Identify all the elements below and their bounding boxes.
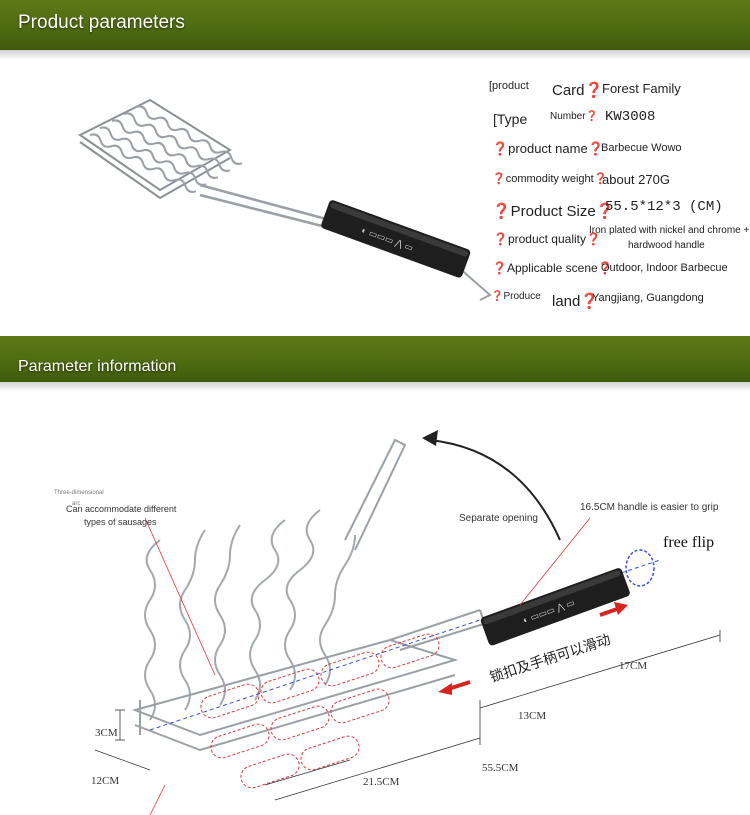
dim-17cm: 17CM (619, 660, 648, 672)
scene-label: ❓Applicable scene❓ (492, 261, 613, 275)
dim-12cm: 12CM (91, 775, 120, 787)
section-title-parameters: Product parameters (18, 12, 185, 33)
accommodate-label-1: Can accommodate different (66, 504, 177, 514)
dim-3cm: 3CM (95, 727, 118, 739)
dim-13cm: 13CM (518, 710, 547, 722)
card-label-a: [product (489, 80, 529, 92)
type-value: KW3008 (605, 109, 656, 125)
name-value: Barbecue Wowo (601, 142, 682, 154)
produce-label-a: ❓Produce (491, 291, 541, 302)
type-label-a: [Type (493, 111, 528, 127)
quality-value-1: Iron plated with nickel and chrome + (589, 225, 750, 236)
three-d-label: Three-dimensional (54, 490, 104, 496)
separate-opening-label: Separate opening (459, 513, 538, 524)
accommodate-label-2: types of sausages (84, 517, 157, 527)
section-title-info: Parameter information (18, 358, 177, 375)
type-label-b: Number❓ (550, 111, 599, 122)
handle-grip-label: 16.5CM handle is easier to grip (580, 502, 719, 513)
dimension-diagram: ◐ ▭▭▭ ⋀ ▭ (94, 430, 721, 815)
product-parameters-banner: Product parameters (0, 0, 750, 60)
product-photo: ◐ ▭▭▭ ⋀ ▭ (78, 98, 492, 301)
dim-21-5cm: 21.5CM (363, 776, 400, 788)
card-label-b: Card❓ (552, 82, 604, 99)
size-label: ❓Product Size❓ (492, 203, 615, 220)
size-value: 55.5*12*3 (CM) (605, 199, 723, 215)
name-label: ❓product name❓ (492, 141, 604, 156)
quality-label: ❓product quality❓ (493, 232, 601, 246)
dim-55-5cm: 55.5CM (482, 762, 519, 774)
quality-value-2: hardwood handle (628, 240, 705, 251)
free-flip-label: free flip (663, 534, 715, 551)
parameter-information-banner: Parameter information (0, 336, 750, 392)
weight-label: ❓commodity weight❓ (492, 173, 608, 185)
arc-label: arc (72, 501, 81, 507)
card-value: Forest Family (602, 81, 681, 96)
produce-label-b: land❓ (552, 293, 600, 310)
produce-value: Yangjiang, Guangdong (592, 292, 704, 304)
scene-value: Outdoor, Indoor Barbecue (601, 262, 728, 274)
weight-value: about 270G (602, 172, 670, 187)
